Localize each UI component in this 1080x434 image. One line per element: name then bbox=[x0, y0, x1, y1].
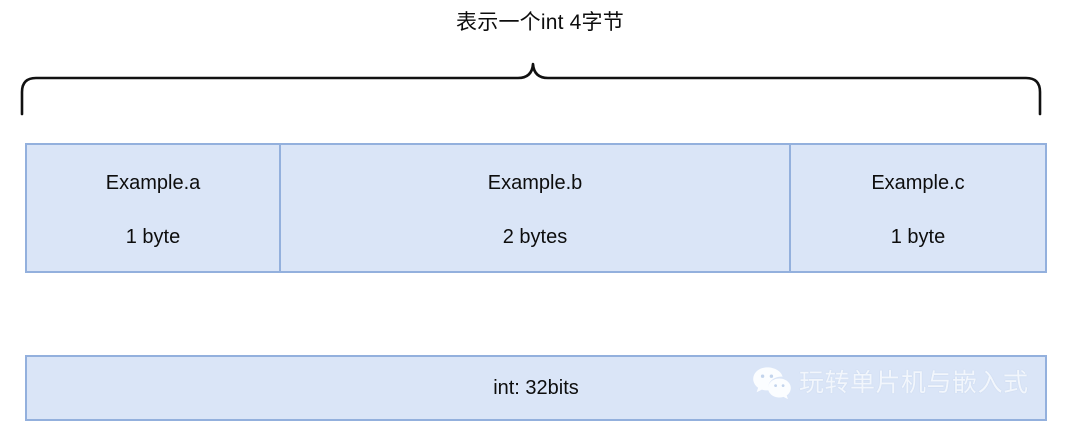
curly-brace-icon bbox=[20, 62, 1042, 116]
struct-field-size: 1 byte bbox=[125, 226, 181, 248]
struct-field-name: Example.c bbox=[871, 172, 965, 194]
struct-field-size: 2 bytes bbox=[502, 226, 568, 248]
struct-field-name: Example.b bbox=[487, 172, 583, 194]
struct-field-size: 1 byte bbox=[890, 226, 946, 248]
top-curly-brace bbox=[0, 44, 1080, 116]
int-width-label: int: 32bits bbox=[493, 377, 579, 399]
struct-fields-row: Example.a 1 byte Example.b 2 bytes Examp… bbox=[25, 143, 1047, 273]
struct-field-cell-c[interactable]: Example.c 1 byte bbox=[791, 145, 1045, 271]
struct-field-cell-a[interactable]: Example.a 1 byte bbox=[27, 145, 281, 271]
struct-field-cell-b[interactable]: Example.b 2 bytes bbox=[281, 145, 791, 271]
struct-field-name: Example.a bbox=[105, 172, 201, 194]
int-width-bar[interactable]: int: 32bits bbox=[25, 355, 1047, 421]
diagram-title: 表示一个int 4字节 bbox=[456, 11, 624, 34]
